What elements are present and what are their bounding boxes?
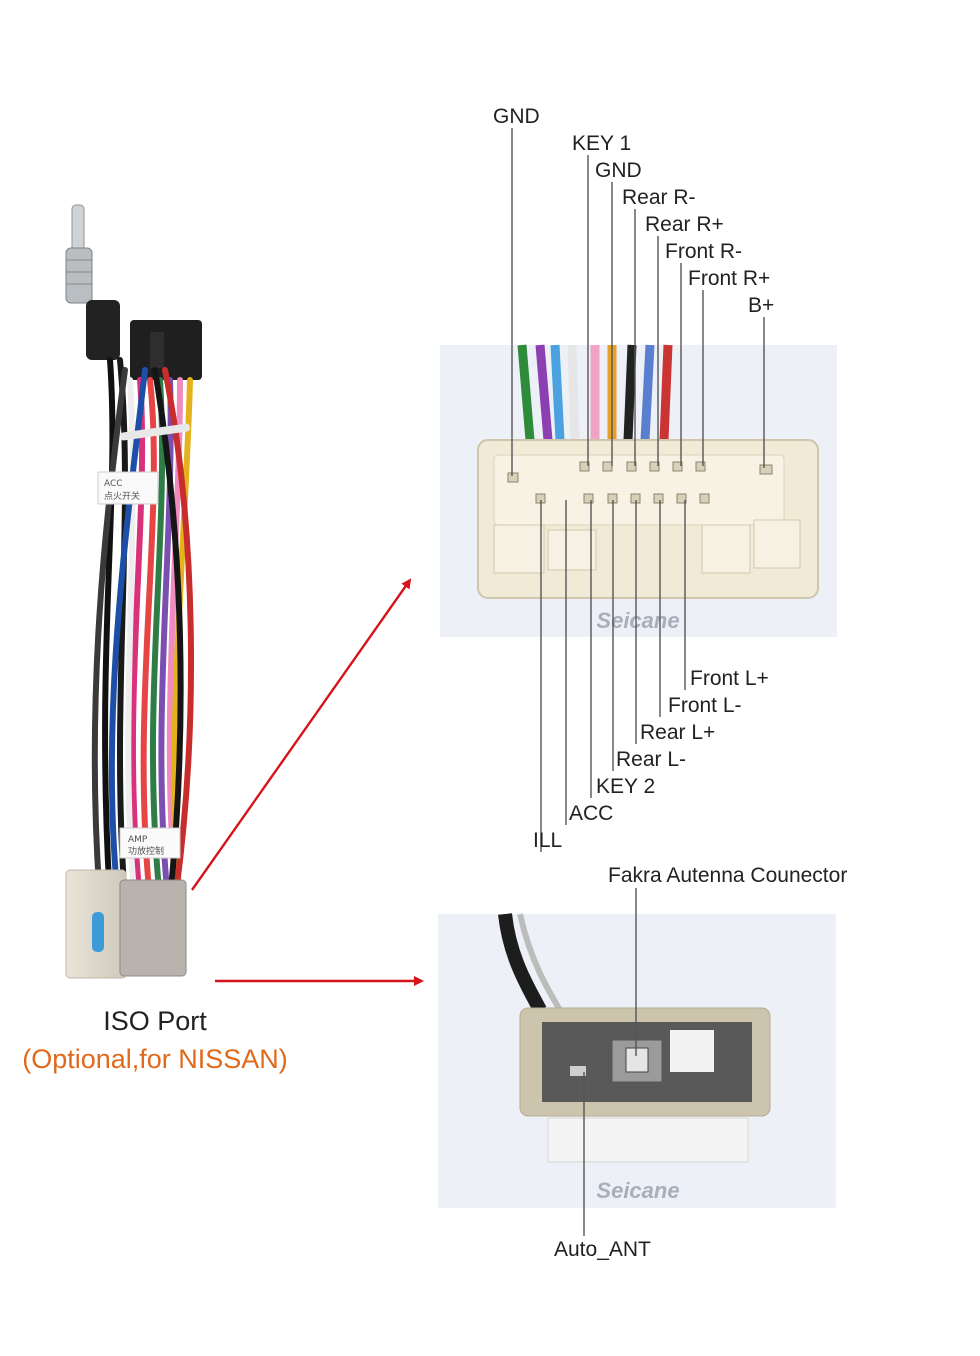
label-ill: ILL <box>533 829 563 852</box>
label-rear-r-plus: Rear R+ <box>645 213 724 236</box>
main-watermark: Seicane <box>596 608 679 633</box>
label-gnd-2: GND <box>595 159 642 182</box>
arrow-to-main-connector <box>191 578 412 891</box>
wire-harness-illustration: ACC 点火开关 AMP 功放控制 <box>65 204 202 979</box>
label-auto-ant: Auto_ANT <box>554 1238 651 1261</box>
label-fakra-connector: Fakra Autenna Counector <box>608 864 848 887</box>
label-b-plus: B+ <box>748 294 775 317</box>
label-front-r-minus: Front R- <box>665 240 743 263</box>
label-acc: ACC <box>569 802 614 825</box>
label-front-l-plus: Front L+ <box>690 667 769 690</box>
harness-tag-text: 点火开关 <box>104 490 140 502</box>
label-key2: KEY 2 <box>596 775 656 798</box>
pointer-arrows <box>191 578 424 986</box>
antenna-watermark: Seicane <box>596 1178 679 1203</box>
label-gnd-1: GND <box>493 105 540 128</box>
harness-tag-text: 功放控制 <box>128 845 164 857</box>
iso-port-title: ISO Port <box>103 1006 207 1036</box>
harness-tag-text: AMP <box>128 835 148 845</box>
label-key1: KEY 1 <box>572 132 632 155</box>
iso-port-subtitle: (Optional,for NISSAN) <box>22 1044 288 1074</box>
harness-tag-text: ACC <box>104 479 123 489</box>
label-front-r-plus: Front R+ <box>688 267 771 290</box>
label-rear-l-plus: Rear L+ <box>640 721 716 744</box>
label-front-l-minus: Front L- <box>668 694 742 717</box>
antenna-connector-photo: Seicane <box>438 913 836 1208</box>
main-connector-photo: Seicane <box>440 344 837 637</box>
label-rear-l-minus: Rear L- <box>616 748 687 771</box>
leader-lines <box>511 128 765 1236</box>
label-rear-r-minus: Rear R- <box>622 186 696 209</box>
